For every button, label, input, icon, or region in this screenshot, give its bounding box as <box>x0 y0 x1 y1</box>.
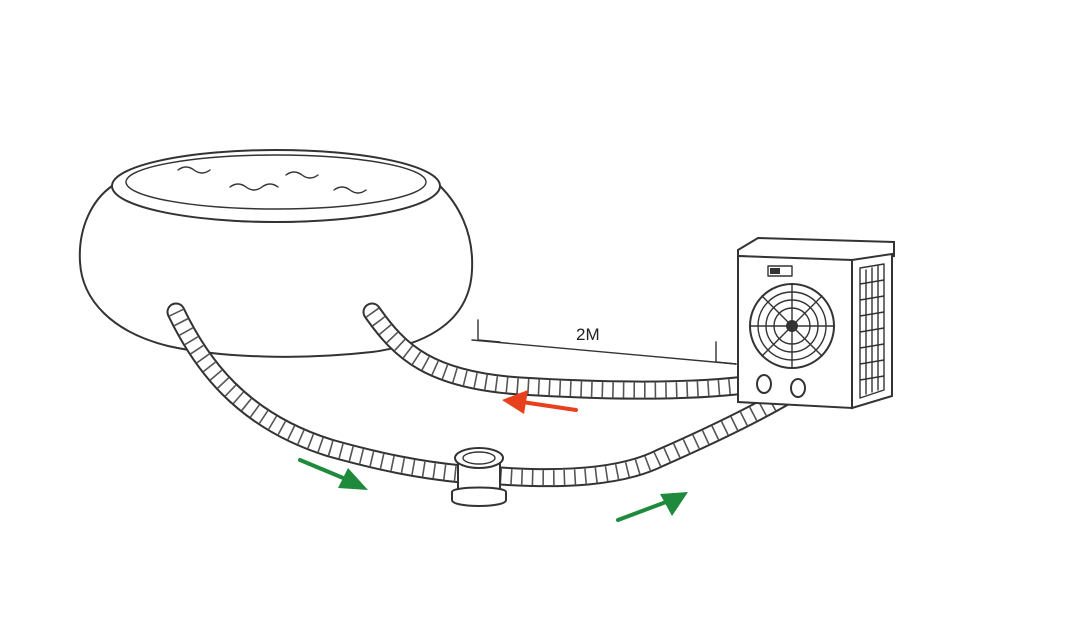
water-ripple <box>229 183 279 191</box>
fan-icon <box>749 283 835 369</box>
outlet-connector <box>756 374 772 394</box>
inline-pump-icon <box>451 447 507 507</box>
supply-hose <box>166 302 806 488</box>
display-panel <box>767 265 793 277</box>
water-ripple <box>177 166 211 174</box>
supply-flow-arrow-right <box>616 492 688 522</box>
water-ripple <box>333 186 367 194</box>
return-hose <box>362 302 770 400</box>
inlet-connector <box>790 378 806 398</box>
return-flow-arrow <box>502 390 578 414</box>
distance-label: 2M <box>576 325 600 344</box>
supply-flow-arrow-left <box>298 458 368 490</box>
side-grille <box>859 263 885 399</box>
heat-pump-icon <box>737 236 895 410</box>
water-ripple <box>285 171 319 179</box>
distance-dimension <box>471 319 737 365</box>
hot-tub-icon <box>78 149 474 358</box>
